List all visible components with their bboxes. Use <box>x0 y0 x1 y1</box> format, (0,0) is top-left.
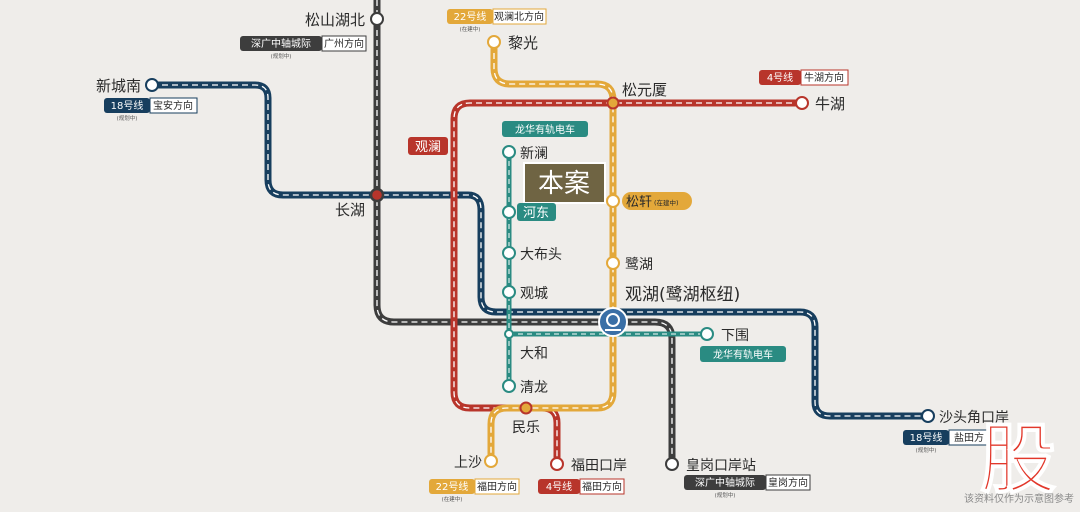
station-dot-xinlan[interactable] <box>502 145 516 159</box>
station-dot-qinglong[interactable] <box>502 379 516 393</box>
label-guanhu-hub: 观湖(鹭湖枢纽) <box>625 285 740 305</box>
station-dot-dahe-junction[interactable] <box>504 329 514 339</box>
svg-text:观澜北方向: 观澜北方向 <box>494 10 544 23</box>
tag-szgz-bottom: 深广中轴城际 皇岗方向 (规划中) <box>684 474 811 499</box>
svg-text:(规划中): (规划中) <box>271 52 292 60</box>
station-dot-shangsha[interactable] <box>484 454 498 468</box>
label-songshanhu-bei: 松山湖北 <box>305 11 365 29</box>
svg-text:4号线: 4号线 <box>546 480 572 493</box>
label-songyuanxia: 松元厦 <box>622 81 667 99</box>
label-songxuan-pill: 松轩 (在建中) <box>622 192 692 210</box>
station-dot-huanggang-port[interactable] <box>665 457 679 471</box>
project-marker[interactable]: 本案 <box>523 162 606 204</box>
svg-text:(规划中): (规划中) <box>916 446 937 454</box>
tag-szgz-top: 深广中轴城际 广州方向 (规划中) <box>240 35 367 60</box>
svg-text:深广中轴城际: 深广中轴城际 <box>695 476 755 489</box>
station-markers <box>145 12 935 471</box>
station-labels: 松山湖北 黎光 新城南 松元厦 牛湖 长湖 新澜 大布头 鹭湖 观城 观湖(鹭湖… <box>96 11 1009 474</box>
label-guanlan-pill: 观澜 <box>408 137 448 155</box>
station-dot-songxuan[interactable] <box>606 194 620 208</box>
svg-text:宝安方向: 宝安方向 <box>153 99 193 112</box>
station-dot-minle[interactable] <box>519 401 533 415</box>
label-dabutou: 大布头 <box>520 247 562 263</box>
svg-text:深广中轴城际: 深广中轴城际 <box>251 37 311 50</box>
label-shashoujiao: 沙头角口岸 <box>939 410 1009 426</box>
label-hedong-pill: 河东 <box>517 203 556 221</box>
svg-text:22号线: 22号线 <box>454 10 487 23</box>
svg-text:4号线: 4号线 <box>767 71 793 84</box>
label-changhu: 长湖 <box>335 201 365 219</box>
svg-text:皇岗方向: 皇岗方向 <box>768 476 808 489</box>
tag-line4-bottom: 4号线 福田方向 <box>538 478 625 495</box>
tag-tram-bottom: 龙华有轨电车 <box>700 346 786 362</box>
svg-text:广州方向: 广州方向 <box>324 37 364 50</box>
label-guancheng: 观城 <box>520 286 548 302</box>
svg-text:(在建中): (在建中) <box>442 495 463 503</box>
svg-text:牛湖方向: 牛湖方向 <box>804 71 844 84</box>
station-dot-guancheng[interactable] <box>502 285 516 299</box>
label-qinglong: 清龙 <box>520 380 548 396</box>
svg-text:22号线: 22号线 <box>436 480 469 493</box>
tag-line22-top: 22号线 观澜北方向 (在建中) <box>447 8 547 33</box>
project-label: 本案 <box>538 169 590 199</box>
label-futian-port: 福田口岸 <box>571 458 627 474</box>
tag-tram-top: 龙华有轨电车 <box>502 121 588 137</box>
station-dot-niuhu[interactable] <box>795 96 809 110</box>
station-dot-shashoujiao[interactable] <box>921 409 935 423</box>
svg-text:盐田方: 盐田方 <box>954 431 984 444</box>
line-22 <box>487 43 617 460</box>
svg-text:福田方向: 福田方向 <box>582 480 622 493</box>
label-xinlan: 新澜 <box>520 146 548 162</box>
label-xiawei: 下围 <box>721 328 749 344</box>
svg-text:(规划中): (规划中) <box>117 114 138 122</box>
watermark-logo: 股 <box>979 414 1057 505</box>
svg-text:龙华有轨电车: 龙华有轨电车 <box>515 123 575 136</box>
label-shangsha: 上沙 <box>454 455 482 471</box>
station-dot-songyuanxia[interactable] <box>606 96 620 110</box>
label-dahe: 大和 <box>520 346 548 362</box>
svg-text:18号线: 18号线 <box>111 99 144 112</box>
station-dot-dabutou[interactable] <box>502 246 516 260</box>
label-minle: 民乐 <box>512 420 540 436</box>
guanhu-hub-icon[interactable] <box>598 307 628 337</box>
station-dot-liguang[interactable] <box>487 35 501 49</box>
label-liguang: 黎光 <box>508 34 538 52</box>
label-xinchengnan: 新城南 <box>96 77 141 95</box>
svg-text:(规划中): (规划中) <box>715 491 736 499</box>
tag-line18-left: 18号线 宝安方向 (规划中) <box>104 97 198 122</box>
svg-text:福田方向: 福田方向 <box>477 480 517 493</box>
tag-line18-right: 18号线 盐田方 (规划中) <box>903 429 990 454</box>
label-huanggang-port: 皇岗口岸站 <box>686 458 756 474</box>
logo-char: 股 <box>980 415 1056 504</box>
tag-line22-bottom: 22号线 福田方向 (在建中) <box>429 478 520 503</box>
station-dot-xiawei[interactable] <box>700 327 714 341</box>
svg-text:(在建中): (在建中) <box>460 25 481 33</box>
station-dot-xinchengnan[interactable] <box>145 78 159 92</box>
svg-text:龙华有轨电车: 龙华有轨电车 <box>713 348 773 361</box>
station-dot-songshanhu-bei[interactable] <box>370 12 384 26</box>
station-dot-changhu[interactable] <box>369 187 385 203</box>
station-dot-hedong[interactable] <box>502 205 516 219</box>
label-guanlan: 观澜 <box>415 140 441 155</box>
tag-line4-right: 4号线 牛湖方向 <box>759 69 849 86</box>
label-songxuan: 松轩 <box>626 195 652 210</box>
line-4 <box>450 99 802 463</box>
label-songxuan-note: (在建中) <box>654 198 679 207</box>
line-18 <box>152 81 928 420</box>
station-dot-luhu[interactable] <box>606 256 620 270</box>
label-niuhu: 牛湖 <box>815 95 845 113</box>
label-hedong: 河东 <box>523 206 549 221</box>
station-dot-futian-port[interactable] <box>550 457 564 471</box>
svg-text:18号线: 18号线 <box>910 431 943 444</box>
disclaimer-text: 该资料仅作为示意图参考 <box>964 492 1074 505</box>
label-luhu: 鹭湖 <box>625 257 653 273</box>
